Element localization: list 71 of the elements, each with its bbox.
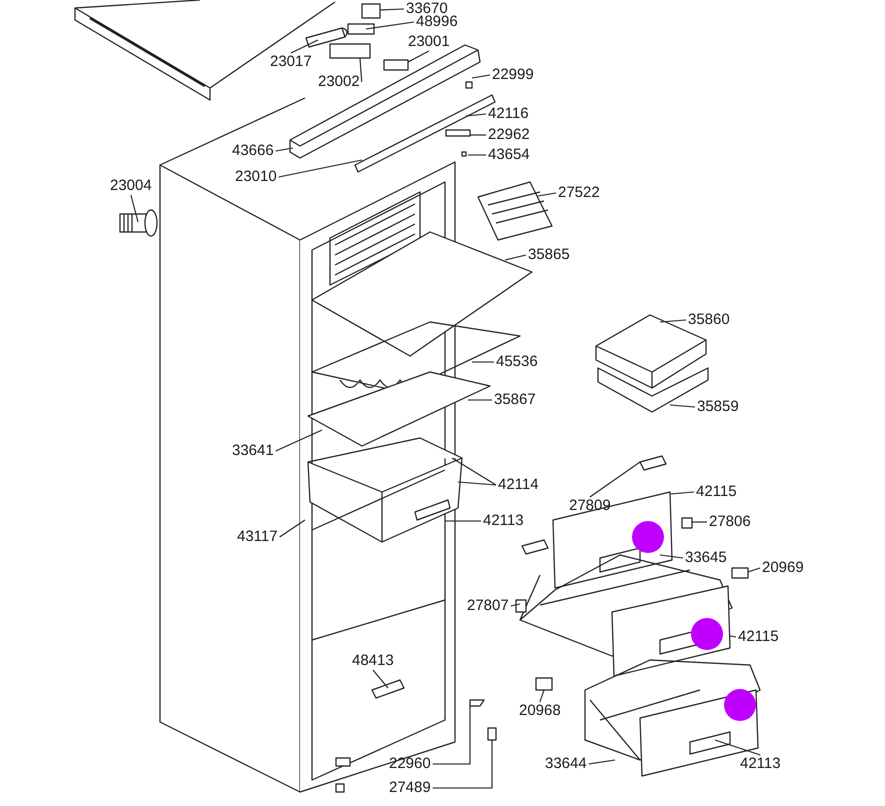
callout-number: 27809 — [569, 498, 611, 514]
leader-line — [588, 759, 616, 765]
callout-number: 33644 — [545, 756, 587, 772]
callout-number: 35865 — [528, 247, 570, 263]
leader-line — [670, 404, 696, 408]
callout-number: 23017 — [270, 54, 312, 70]
leader-line — [472, 361, 494, 363]
leader-line — [504, 254, 526, 261]
callout-number: 35860 — [688, 312, 730, 328]
leader-line — [432, 740, 493, 789]
callout-number: 23010 — [235, 169, 277, 185]
leader-line — [432, 706, 471, 765]
callout-number: 22962 — [488, 127, 530, 143]
leader-line — [590, 462, 640, 498]
callout-number: 23001 — [408, 34, 450, 50]
callout-number: 20969 — [762, 560, 804, 576]
callout-number: 20968 — [519, 703, 561, 719]
callout-number: 27806 — [709, 514, 751, 530]
leader-line — [466, 113, 486, 117]
leader-line — [670, 491, 694, 495]
leader-line — [372, 670, 388, 688]
leader-line — [472, 74, 490, 79]
callout-number: 43666 — [232, 143, 274, 159]
leader-line — [445, 520, 481, 522]
leader-line — [366, 21, 414, 30]
callout-number: 23004 — [110, 178, 152, 194]
callout-number: 35859 — [697, 399, 739, 415]
callout-number: 22999 — [492, 67, 534, 83]
callout-number: 48413 — [352, 653, 394, 669]
callout-number: 27807 — [467, 598, 509, 614]
leader-line — [660, 319, 686, 323]
callout-number: 43654 — [488, 147, 530, 163]
leader-line — [692, 521, 707, 523]
leader-line — [275, 430, 322, 452]
callout-number: 33641 — [232, 443, 274, 459]
callout-number: 48996 — [416, 14, 458, 30]
leader-line — [408, 50, 430, 62]
callout-number: 35867 — [494, 392, 536, 408]
leader-line — [452, 458, 496, 486]
callout-number: 42113 — [740, 756, 781, 772]
leader-line — [359, 58, 362, 82]
callout-number: 27489 — [389, 780, 431, 796]
callout-number: 33670 — [406, 1, 448, 17]
leader-line — [458, 481, 496, 486]
callout-number: 42115 — [738, 629, 779, 645]
leader-line — [714, 739, 760, 756]
callout-number: 42115 — [696, 484, 737, 500]
leader-line — [290, 40, 318, 54]
leader-line — [660, 554, 684, 559]
callout-number: 22960 — [389, 756, 431, 772]
callout-number: 43117 — [237, 529, 278, 545]
leader-line — [468, 399, 492, 401]
callout-number: 45536 — [496, 354, 538, 370]
leader-line — [468, 154, 486, 156]
callout-number: 33645 — [685, 550, 727, 566]
callout-number: 42116 — [488, 106, 529, 122]
leader-line — [130, 194, 139, 222]
leader-line — [748, 567, 760, 573]
callout-number: 42114 — [498, 477, 539, 493]
leader-line — [279, 520, 306, 538]
leader-line — [380, 8, 404, 11]
callout-number: 23002 — [318, 74, 360, 90]
leader-line — [470, 134, 486, 136]
leader-line — [278, 159, 362, 178]
callout-number: 27522 — [558, 185, 600, 201]
callout-number: 42113 — [483, 513, 524, 529]
leader-line — [730, 635, 736, 638]
leader-line — [538, 192, 556, 197]
leader-line — [539, 690, 545, 702]
leader-line — [276, 147, 294, 152]
leader-line — [510, 603, 520, 607]
